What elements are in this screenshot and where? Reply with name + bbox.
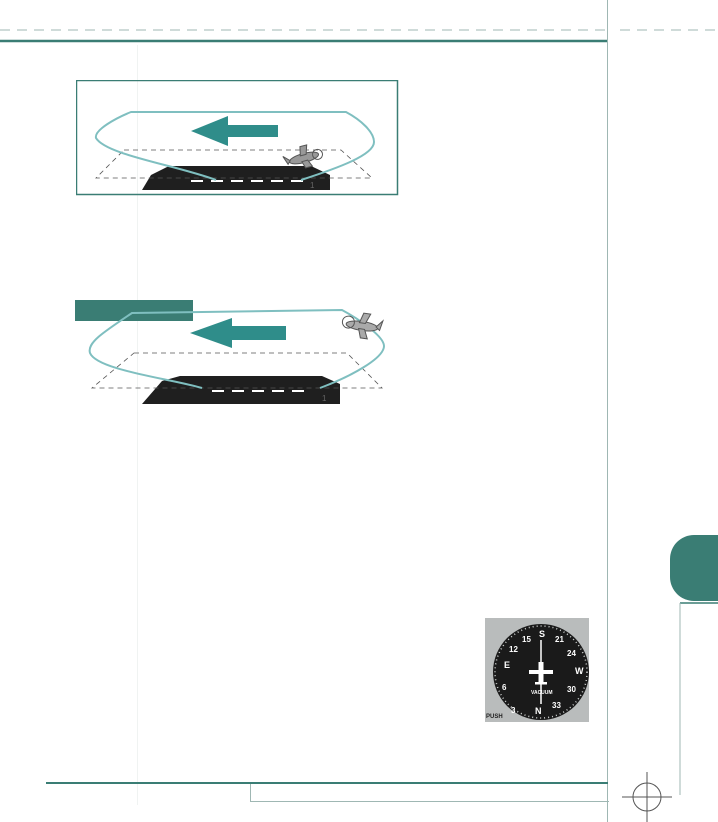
traffic-pattern-icon xyxy=(88,308,386,389)
svg-text:1: 1 xyxy=(310,181,315,190)
dial-label-3: 3 xyxy=(511,706,516,715)
bottom-inset-box xyxy=(250,784,609,802)
figure-bottom-label-bar xyxy=(75,300,193,321)
arrow-left-icon xyxy=(190,318,286,348)
airplane-icon xyxy=(282,144,324,169)
svg-text:1: 1 xyxy=(322,394,327,403)
bottom-rule xyxy=(46,782,608,784)
airplane-symbol-icon xyxy=(529,640,553,704)
top-crop-line xyxy=(0,29,718,43)
chapter-tab xyxy=(670,535,718,601)
figure-top-frame xyxy=(76,80,399,196)
dial-label-24: 24 xyxy=(567,649,576,658)
dial-label-12: 12 xyxy=(509,645,518,654)
dial-label-21: 21 xyxy=(555,635,564,644)
vacuum-label: VACUUM xyxy=(531,690,553,696)
figure-bottom: 1 xyxy=(75,300,386,404)
traffic-pattern-icon xyxy=(94,111,376,181)
figure-top: 1 xyxy=(76,80,399,196)
page-gutter-line xyxy=(137,45,138,805)
dial-label-w: W xyxy=(575,666,584,676)
dial-label-33: 33 xyxy=(552,701,561,710)
dial-label-s: S xyxy=(539,629,545,639)
push-label: PUSH xyxy=(486,714,503,720)
airplane-icon xyxy=(341,312,385,340)
heading-indicator: 3 6 E 12 15 S 21 24 W 30 33 N VACUUM PUS… xyxy=(485,618,589,722)
dial-label-30: 30 xyxy=(567,685,576,694)
arrow-left-icon xyxy=(191,116,278,146)
runway-icon xyxy=(142,376,340,404)
chapter-tab-leader xyxy=(679,602,718,795)
registration-mark xyxy=(622,772,672,822)
dial-label-6: 6 xyxy=(502,683,507,692)
dial-label-e: E xyxy=(504,660,510,670)
dial-label-n: N xyxy=(535,706,542,716)
page-right-border xyxy=(607,0,608,822)
dial-label-15: 15 xyxy=(522,635,531,644)
